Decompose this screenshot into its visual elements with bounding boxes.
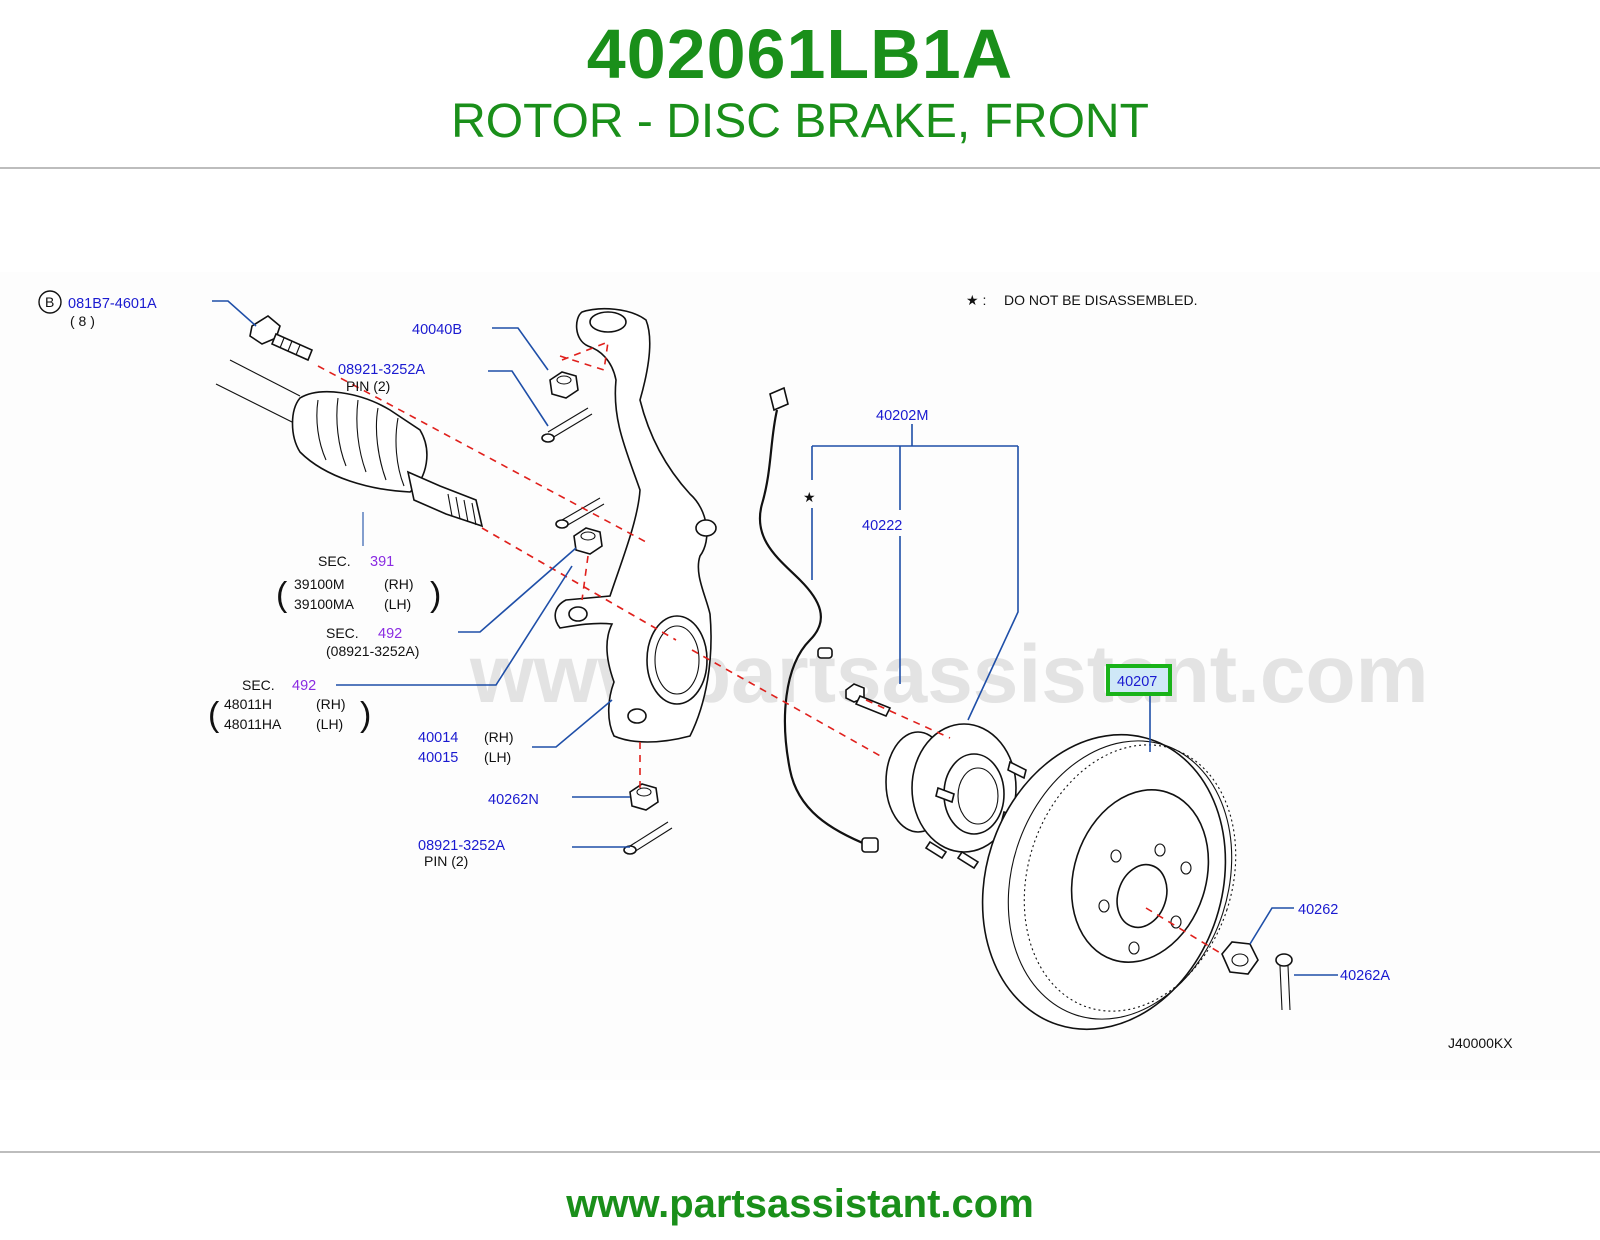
header: 402061LB1A ROTOR - DISC BRAKE, FRONT <box>0 0 1600 168</box>
tie-rod-rh-part: 48011H <box>224 696 272 712</box>
knuckle-rh-side: (RH) <box>484 729 514 745</box>
assembly-dashed-lines <box>317 340 1223 955</box>
shaft-lh-side: (LH) <box>384 596 411 612</box>
sec-492-a-subtext: (08921-3252A) <box>326 643 419 659</box>
part-number-title: 402061LB1A <box>586 15 1014 93</box>
exploded-parts-diagram: www.partsassistant.com <box>38 290 1513 1051</box>
tie-rod-rh-side: (RH) <box>316 696 346 712</box>
sec-492-b-link[interactable]: 492 <box>292 678 316 694</box>
bolt-b-symbol: B <box>45 294 54 310</box>
brake-rotor-drawing <box>981 733 1237 1031</box>
callout-40040B[interactable]: 40040B <box>412 322 462 338</box>
shaft-lh-part: 39100MA <box>294 596 355 612</box>
shaft-bracket-right: ) <box>430 576 441 614</box>
bolt-quantity: ( 8 ) <box>70 313 95 329</box>
leader-lines <box>212 300 1338 976</box>
bolt-b-symbol-circle <box>38 290 62 314</box>
callout-40014[interactable]: 40014 <box>418 730 458 746</box>
note-star-symbol: ★ : <box>966 292 986 308</box>
tie-rod-bracket-right: ) <box>360 696 371 734</box>
parts-diagram-panel: www.partsassistant.com <box>0 272 1600 1080</box>
sec-391-label: SEC. <box>318 553 351 569</box>
knuckle-lh-side: (LH) <box>484 749 511 765</box>
callout-40202M[interactable]: 40202M <box>876 408 928 424</box>
wheel-speed-sensor-drawing <box>758 386 879 853</box>
part-name-subtitle: ROTOR - DISC BRAKE, FRONT <box>451 95 1149 148</box>
note-text: DO NOT BE DISASSEMBLED. <box>1004 292 1197 308</box>
drive-shaft-drawing <box>215 359 484 546</box>
header-divider <box>0 167 1600 169</box>
callout-40262[interactable]: 40262 <box>1298 902 1338 918</box>
shaft-bracket-left: ( <box>276 576 288 614</box>
footer-website-link[interactable]: www.partsassistant.com <box>566 1182 1034 1226</box>
tie-rod-bracket-left: ( <box>208 696 220 734</box>
figure-code: J40000KX <box>1448 1035 1513 1051</box>
callout-081B7-4601A[interactable]: 081B7-4601A <box>68 296 157 312</box>
tie-rod-lh-side: (LH) <box>316 716 343 732</box>
shaft-rh-part: 39100M <box>294 576 345 592</box>
pin-top-description: PIN (2) <box>346 378 390 394</box>
shaft-rh-side: (RH) <box>384 576 414 592</box>
sec-492-a-link[interactable]: 492 <box>378 626 402 642</box>
callout-40222[interactable]: 40222 <box>862 518 902 534</box>
sec-391-link[interactable]: 391 <box>370 554 394 570</box>
callout-40262N[interactable]: 40262N <box>488 792 539 808</box>
footer-divider <box>0 1151 1600 1153</box>
tie-rod-lh-part: 48011HA <box>224 716 282 732</box>
hub-bearing-drawing <box>885 723 1027 870</box>
pin-bottom-description: PIN (2) <box>424 853 468 869</box>
callout-40207-rotor[interactable]: 40207 <box>1117 674 1157 690</box>
callout-40015[interactable]: 40015 <box>418 750 458 766</box>
rotor-callout-highlight <box>1106 664 1172 696</box>
fasteners-drawing <box>249 315 1293 1011</box>
steering-knuckle-drawing <box>554 307 717 743</box>
callout-08921-3252A-top[interactable]: 08921-3252A <box>338 362 425 378</box>
sec-492-b-label: SEC. <box>242 677 275 693</box>
sec-492-a-label: SEC. <box>326 625 359 641</box>
callout-40262A[interactable]: 40262A <box>1340 968 1390 984</box>
no-disassembly-star: ★ <box>803 489 816 505</box>
callout-08921-3252A-bottom[interactable]: 08921-3252A <box>418 838 505 854</box>
